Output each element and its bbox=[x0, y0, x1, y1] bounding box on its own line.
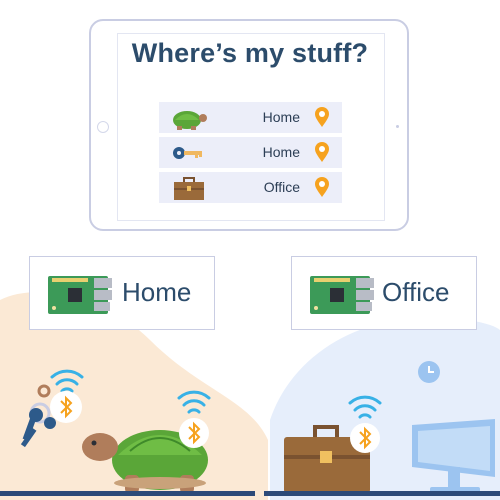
clock-icon bbox=[418, 361, 440, 383]
monitor-icon bbox=[412, 419, 495, 493]
home-floor bbox=[0, 491, 255, 496]
home-scene bbox=[20, 369, 211, 493]
bluetooth-tag-icon bbox=[179, 418, 209, 448]
key-icon bbox=[173, 147, 202, 159]
office-hub-card[interactable]: Office bbox=[291, 256, 477, 330]
location-pin-icon bbox=[315, 177, 329, 197]
wifi-icon bbox=[177, 390, 211, 414]
location-pin-icon bbox=[315, 142, 329, 162]
tablet-camera bbox=[97, 121, 109, 133]
raspberry-pi-board-icon bbox=[48, 276, 112, 314]
turtle-icon bbox=[173, 111, 207, 130]
home-hub-card[interactable]: Home bbox=[29, 256, 215, 330]
item-row-briefcase[interactable]: Office bbox=[159, 172, 342, 203]
location-pin-icon bbox=[315, 107, 329, 127]
wifi-icon bbox=[348, 395, 382, 419]
app-title: Where’s my stuff? bbox=[131, 38, 369, 68]
tablet-sensor bbox=[396, 125, 399, 128]
bluetooth-tag-icon bbox=[50, 391, 82, 423]
item-row-turtle[interactable]: Home bbox=[159, 102, 342, 133]
bluetooth-tag-icon bbox=[350, 423, 380, 453]
office-label: Office bbox=[382, 277, 450, 307]
office-scene bbox=[284, 361, 495, 493]
raspberry-pi-board-icon bbox=[310, 276, 374, 314]
turtle-icon bbox=[82, 430, 208, 493]
office-floor bbox=[264, 491, 500, 496]
wifi-icon bbox=[50, 369, 84, 393]
home-label: Home bbox=[122, 277, 192, 307]
item-row-keys[interactable]: Home bbox=[159, 137, 342, 168]
keys-icon bbox=[20, 384, 56, 448]
item-location: Home bbox=[262, 144, 300, 160]
briefcase-icon bbox=[284, 425, 370, 493]
item-location: Office bbox=[263, 179, 300, 195]
item-location: Home bbox=[262, 109, 300, 125]
briefcase-icon bbox=[174, 177, 204, 200]
